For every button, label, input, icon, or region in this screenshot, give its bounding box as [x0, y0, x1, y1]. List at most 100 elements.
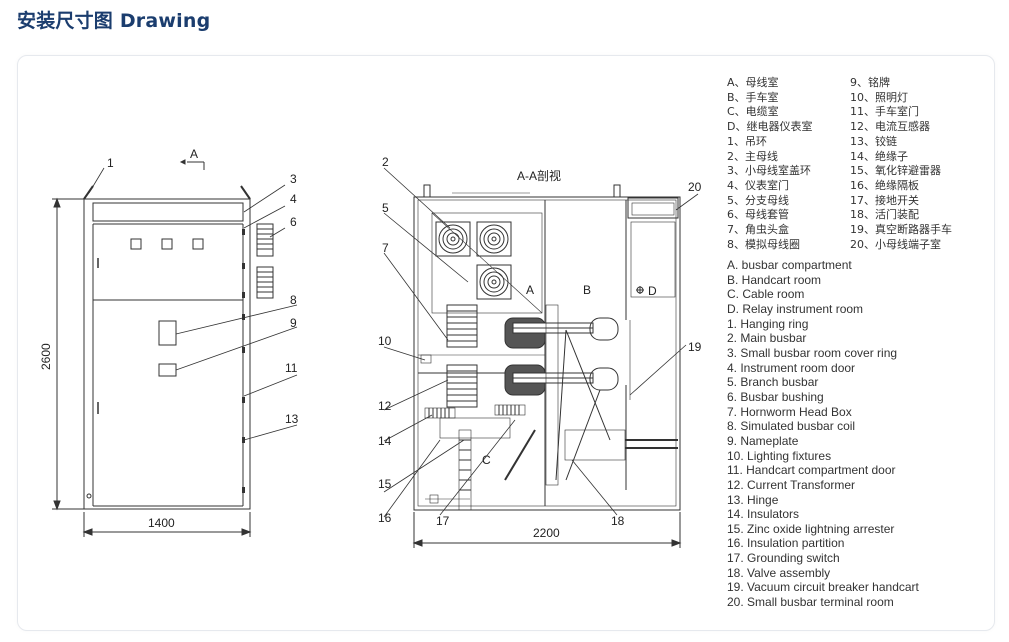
callout-16: 16: [378, 511, 392, 525]
legend-item: 18、活门装配: [850, 208, 919, 222]
legend-item: 10、照明灯: [850, 90, 908, 104]
section-title: A-A剖视: [517, 168, 561, 183]
callout-19: 19: [688, 340, 702, 354]
legend-item: 1、吊环: [727, 134, 767, 148]
insulator-and-arrester: [424, 404, 536, 511]
busbar-bushing-upper: [256, 223, 274, 257]
section-mark-label: A: [190, 147, 198, 161]
top-band: [92, 202, 244, 222]
current-transformer-upper: [446, 304, 478, 348]
callout-8: 8: [290, 293, 297, 307]
legend-item: 2、主母线: [727, 149, 778, 163]
legend-item: 6. Busbar bushing: [727, 389, 824, 404]
current-transformer-lower: [446, 364, 478, 408]
main-busbar-bushing-2: [476, 221, 512, 257]
callout-5: 5: [382, 201, 389, 215]
legend-item: 17、接地开关: [850, 193, 919, 207]
legend-item: 2. Main busbar: [727, 331, 807, 346]
callout-3: 3: [290, 172, 297, 186]
callout-10: 10: [378, 334, 392, 348]
legend-item: 16. Insulation partition: [727, 536, 845, 551]
legend-zh-column-2: 9、铭牌 10、照明灯 11、手车室门 12、电流互感器 13、铰链 14、绝缘…: [850, 76, 952, 252]
legend-item: 11、手车室门: [850, 105, 919, 119]
front-cabinet-outline: [83, 198, 251, 510]
legend-item: 13. Hinge: [727, 492, 779, 507]
main-busbar-bushing-3: [476, 264, 512, 300]
legend-english: A. busbar compartment B. Handcart room C…: [727, 258, 919, 610]
legend-item: 19. Vacuum circuit breaker handcart: [727, 580, 919, 595]
legend-item: 5、分支母线: [727, 193, 789, 207]
legend-item: C. Cable room: [727, 287, 805, 302]
compartment-label-c: C: [482, 453, 491, 467]
legend-item: B、手车室: [727, 90, 779, 104]
legend-item: 19、真空断路器手车: [850, 223, 952, 237]
front-height-dim: 2600: [39, 343, 53, 370]
legend-item: 12、电流互感器: [850, 120, 930, 134]
instrument-square-1: [130, 238, 142, 250]
legend-item: D. Relay instrument room: [727, 301, 864, 316]
legend-item: 17. Grounding switch: [727, 551, 840, 566]
front-view-labels: 1 A 3 4 6 8 9 11 13 1400 2600: [39, 147, 299, 530]
compartment-label-d: D: [648, 284, 657, 298]
nameplate-box: [158, 363, 177, 377]
legend-item: 11. Handcart compartment door: [727, 463, 896, 478]
section-cabinet-outline: [413, 196, 681, 511]
busbar-bushing-lower: [256, 266, 274, 299]
callout-11: 11: [285, 361, 298, 375]
legend-item: 1. Hanging ring: [727, 316, 809, 331]
main-busbar-bushing-1: [435, 221, 471, 257]
callout-17: 17: [436, 514, 450, 528]
instrument-square-3: [192, 238, 204, 250]
callout-9: 9: [290, 316, 297, 330]
legend-item: 14. Insulators: [727, 507, 800, 522]
legend-item: D、继电器仪表室: [727, 120, 813, 134]
legend-item: 14、绝缘子: [850, 149, 908, 163]
legend-item: 18. Valve assembly: [727, 565, 831, 580]
callout-13: 13: [285, 412, 299, 426]
legend-zh-column-1: A、母线室 B、手车室 C、电缆室 D、继电器仪表室 1、吊环 2、主母线 3、…: [727, 76, 812, 252]
callout-1: 1: [107, 156, 114, 170]
section-view-labels: A-A剖视 A B C D 2 5 7 10 12 14 15 16 17 18…: [378, 155, 702, 540]
legend-item: 9、铭牌: [850, 76, 890, 89]
vacuum-breaker-handcart: [545, 304, 678, 490]
legend-item: 8. Simulated busbar coil: [727, 419, 856, 434]
page-title: 安装尺寸图 Drawing: [17, 10, 211, 32]
legend-item: 10. Lighting fixtures: [727, 448, 832, 463]
callout-6: 6: [290, 215, 297, 229]
busbar-coil-box: [158, 320, 177, 346]
legend-item: 13、铰链: [850, 134, 897, 148]
legend-item: B. Handcart room: [727, 272, 822, 287]
front-view: [52, 159, 298, 537]
legend-item: 9. Nameplate: [727, 433, 799, 448]
legend-item: C、电缆室: [727, 105, 779, 119]
legend-item: 3. Small busbar room cover ring: [727, 345, 898, 360]
legend-item: 7. Hornworm Head Box: [727, 404, 852, 419]
callout-14: 14: [378, 434, 392, 448]
callout-4: 4: [290, 192, 297, 206]
legend-item: A. busbar compartment: [727, 258, 852, 272]
section-view: [383, 167, 699, 548]
legend-item: 5. Branch busbar: [727, 375, 819, 390]
compartment-label-a: A: [526, 283, 534, 297]
legend-item: A、母线室: [727, 76, 779, 89]
callout-2: 2: [382, 155, 389, 169]
callout-15: 15: [378, 477, 392, 491]
callout-18: 18: [611, 514, 625, 528]
contact-box-lower: [504, 364, 594, 396]
legend-item: 16、绝缘隔板: [850, 178, 919, 192]
legend-item: 7、角虫头盒: [727, 223, 789, 237]
callout-20: 20: [688, 180, 702, 194]
legend-item: 4. Instrument room door: [727, 360, 856, 375]
compartment-label-b: B: [583, 283, 591, 297]
legend-item: 15、氧化锌避雷器: [850, 164, 941, 178]
front-width-dim: 1400: [148, 516, 175, 530]
callout-12: 12: [378, 399, 392, 413]
section-width-dim: 2200: [533, 526, 560, 540]
legend-item: 6、母线套管: [727, 208, 789, 222]
callout-7: 7: [382, 241, 389, 255]
contact-box-upper: [504, 317, 594, 349]
legend-item: 8、模拟母线圈: [727, 237, 800, 251]
legend-item: 12. Current Transformer: [727, 477, 856, 492]
instrument-square-2: [161, 238, 173, 250]
